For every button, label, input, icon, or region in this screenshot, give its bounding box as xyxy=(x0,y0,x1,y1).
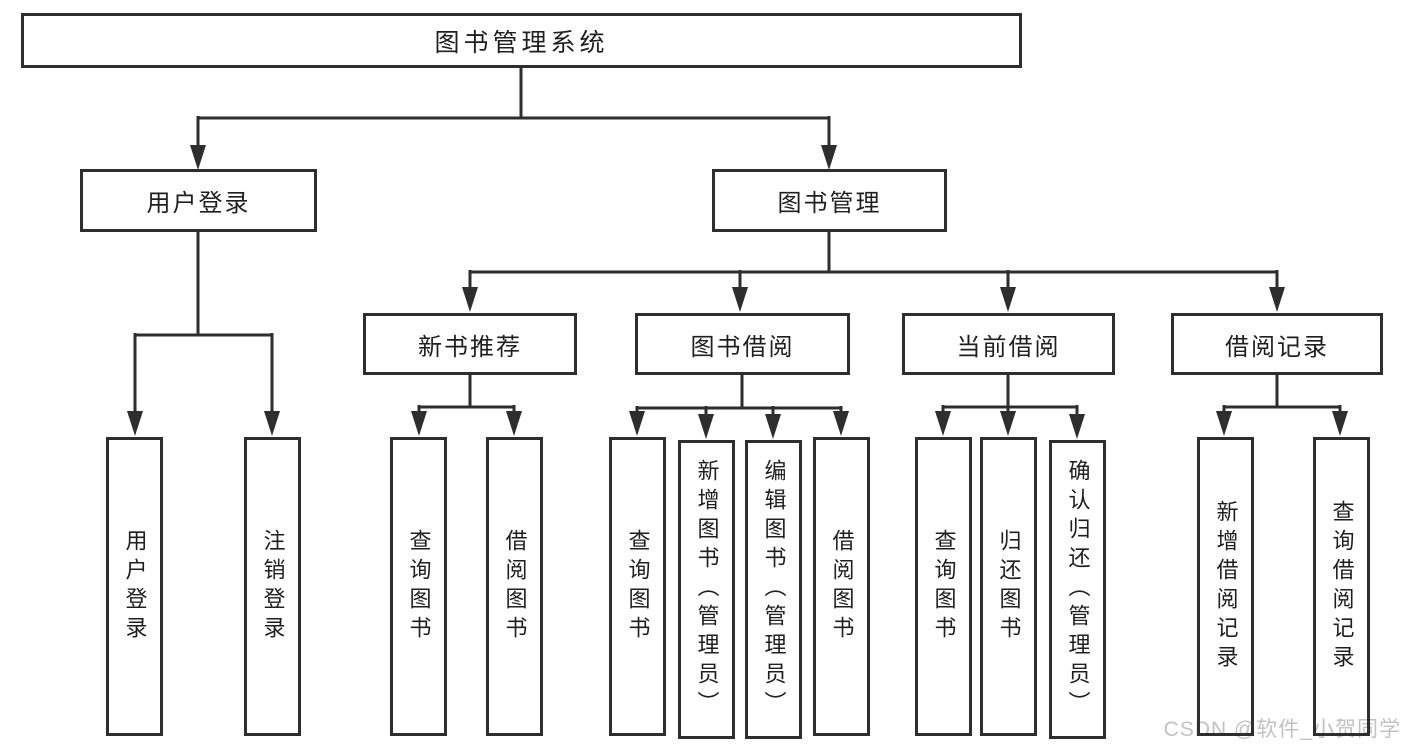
leaf-user-login-label: 用户登录 xyxy=(122,528,148,645)
node-borrow-records: 借阅记录 xyxy=(1171,313,1383,375)
leaf-add-borrow-record-label: 新增借阅记录 xyxy=(1213,499,1239,674)
csdn-watermark: CSDN @软件_小贺同学 xyxy=(1163,718,1401,741)
leaf-return-book: 归还图书 xyxy=(980,437,1037,736)
node-book-management: 图书管理 xyxy=(712,169,947,232)
connector-new-book-recommend-to-leaves xyxy=(411,375,522,436)
leaf-query-books-current: 查询图书 xyxy=(915,437,972,736)
leaf-confirm-return-admin: 确认归还（管理员） xyxy=(1049,440,1106,739)
connector-root-to-level2 xyxy=(190,68,837,170)
node-book-management-label: 图书管理 xyxy=(777,190,882,217)
node-book-borrow-label: 图书借阅 xyxy=(690,333,795,361)
node-library-management-system: 图书管理系统 xyxy=(21,13,1022,68)
node-current-borrow: 当前借阅 xyxy=(902,313,1115,375)
leaf-logout: 注销登录 xyxy=(244,437,301,736)
leaf-add-borrow-record: 新增借阅记录 xyxy=(1197,437,1254,736)
node-current-borrow-label: 当前借阅 xyxy=(956,333,1061,361)
node-borrow-records-label: 借阅记录 xyxy=(1225,333,1329,361)
leaf-edit-book-admin: 编辑图书（管理员） xyxy=(745,440,802,739)
leaf-user-login: 用户登录 xyxy=(106,437,163,736)
connector-user-login-to-leaves xyxy=(127,232,280,436)
leaf-add-book-admin: 新增图书（管理员） xyxy=(678,440,735,739)
leaf-query-books-borrow: 查询图书 xyxy=(609,437,666,736)
leaf-add-book-admin-label: 新增图书（管理员） xyxy=(694,459,720,720)
node-user-login-label: 用户登录 xyxy=(146,190,251,217)
leaf-query-books-borrow-label: 查询图书 xyxy=(625,528,651,645)
leaf-edit-book-admin-label: 编辑图书（管理员） xyxy=(761,459,787,720)
leaf-query-books-current-label: 查询图书 xyxy=(931,528,957,645)
node-book-borrow: 图书借阅 xyxy=(635,313,850,375)
leaf-borrow-books-recommend: 借阅图书 xyxy=(486,437,543,736)
leaf-query-books-recommend: 查询图书 xyxy=(390,437,447,736)
node-new-book-recommend-label: 新书推荐 xyxy=(418,333,522,361)
connector-book-management-to-level3 xyxy=(462,232,1285,312)
node-new-book-recommend: 新书推荐 xyxy=(363,313,577,375)
leaf-query-borrow-record: 查询借阅记录 xyxy=(1313,437,1370,736)
leaf-confirm-return-admin-label: 确认归还（管理员） xyxy=(1065,459,1091,720)
node-user-login: 用户登录 xyxy=(80,169,317,232)
connector-book-borrow-to-leaves xyxy=(629,375,849,439)
leaf-logout-label: 注销登录 xyxy=(260,528,286,645)
leaf-query-books-recommend-label: 查询图书 xyxy=(406,528,432,645)
leaf-borrow-books-borrow: 借阅图书 xyxy=(813,437,870,736)
leaf-borrow-books-borrow-label: 借阅图书 xyxy=(829,528,855,645)
node-library-management-system-label: 图书管理系统 xyxy=(434,28,609,57)
leaf-borrow-books-recommend-label: 借阅图书 xyxy=(502,528,528,645)
leaf-query-borrow-record-label: 查询借阅记录 xyxy=(1329,499,1355,674)
connector-current-borrow-to-leaves xyxy=(935,375,1085,439)
connector-borrow-records-to-leaves xyxy=(1216,375,1348,436)
leaf-return-book-label: 归还图书 xyxy=(996,528,1022,645)
